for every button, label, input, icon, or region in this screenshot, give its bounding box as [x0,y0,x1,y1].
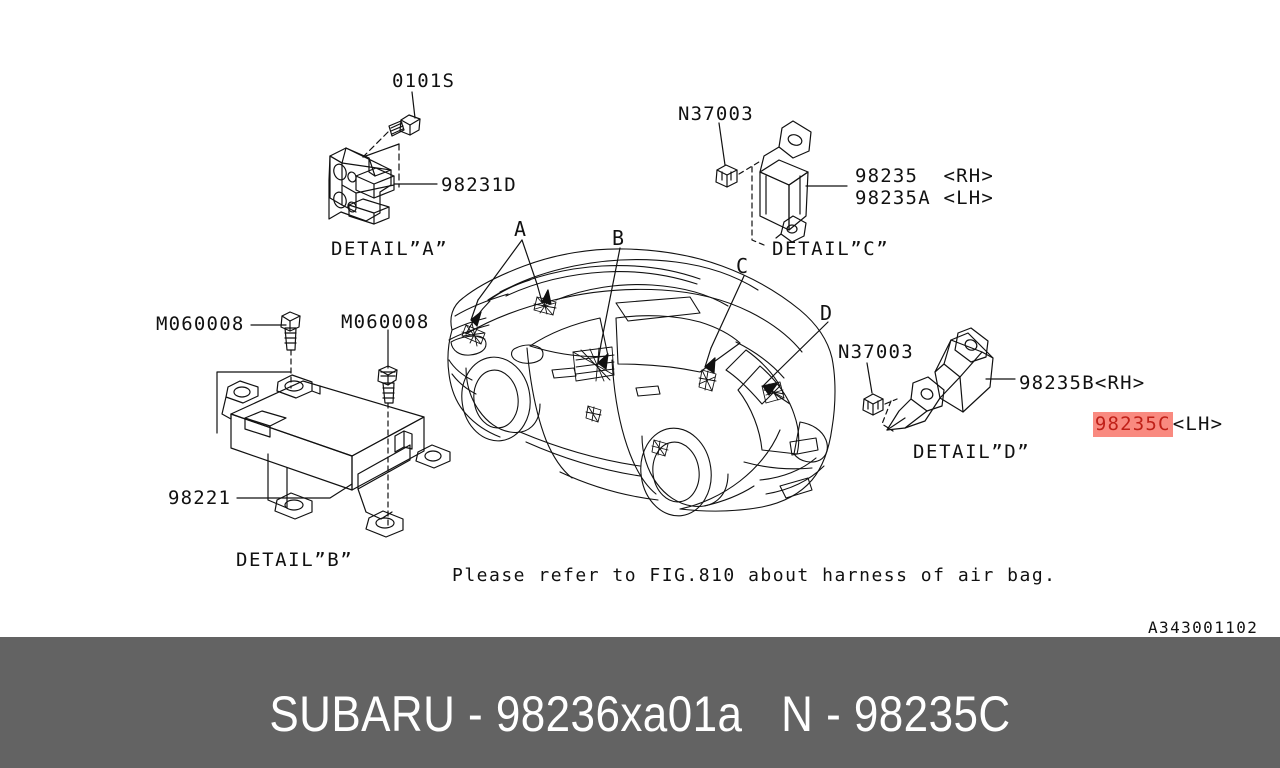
harness-note: Please refer to FIG.810 about harness of… [452,565,1057,586]
label-98235A-lh: 98235A <LH> [855,187,995,209]
detail-d-bracket-graphic [886,327,1016,431]
callout-letter-b: B [612,226,625,250]
footer-separator-2: - [826,686,842,742]
detail-b-right-bolt-graphic [377,329,398,529]
footer-part-number: 98235C [853,686,1011,742]
detail-c-nut-graphic [715,122,765,246]
label-98231D: 98231D [441,174,517,196]
diagram-reference-code: A343001102 [1148,618,1259,637]
detail-b-control-unit-graphic [221,374,451,538]
callout-letter-a: A [514,217,527,241]
label-M060008-right: M060008 [341,311,430,333]
label-98235B-rh: 98235B<RH> [1019,372,1146,394]
footer-caption: SUBARU - 98236xa01a N - 98235C [77,685,1203,743]
detail-c-sensor-graphic [759,120,848,243]
label-N37003-detail-d: N37003 [838,341,914,363]
detail-a-bracket-graphic [328,147,438,225]
diagram-canvas: 0101S 98231D DETAIL”A” M060008 M060008 9… [156,70,1259,637]
footer-bar: SUBARU - 98236xa01a N - 98235C [0,637,1280,768]
detail-c-title: DETAIL”C” [772,238,890,260]
callout-letter-d: D [820,301,833,325]
detail-a-title: DETAIL”A” [331,238,449,260]
footer-catalog-number: 98236xa01a [495,686,743,742]
highlighted-part-number: 98235C [1092,412,1173,437]
footer-separator-1: - [468,686,484,742]
callout-letter-c: C [736,254,749,278]
footer-prefix: N [781,686,814,742]
label-M060008-left: M060008 [156,313,245,335]
label-N37003-detail-c: N37003 [678,103,754,125]
label-98235C-lh: 98235C<LH> [1017,396,1223,453]
label-98235-rh: 98235 <RH> [855,165,995,187]
callout-arrows [470,239,829,396]
detail-a-bolt-graphic [362,91,421,188]
detail-d-nut-graphic [862,362,898,432]
footer-brand: SUBARU [269,686,456,742]
vehicle-illustration [447,248,836,517]
label-0101S: 0101S [392,70,456,92]
technical-drawing [216,91,1016,538]
detail-b-title: DETAIL”B” [236,549,354,571]
label-98221: 98221 [168,487,232,509]
sensor-location-marks [461,296,785,457]
detail-d-title: DETAIL”D” [913,441,1031,463]
label-98235C-suffix: <LH> [1172,413,1224,435]
